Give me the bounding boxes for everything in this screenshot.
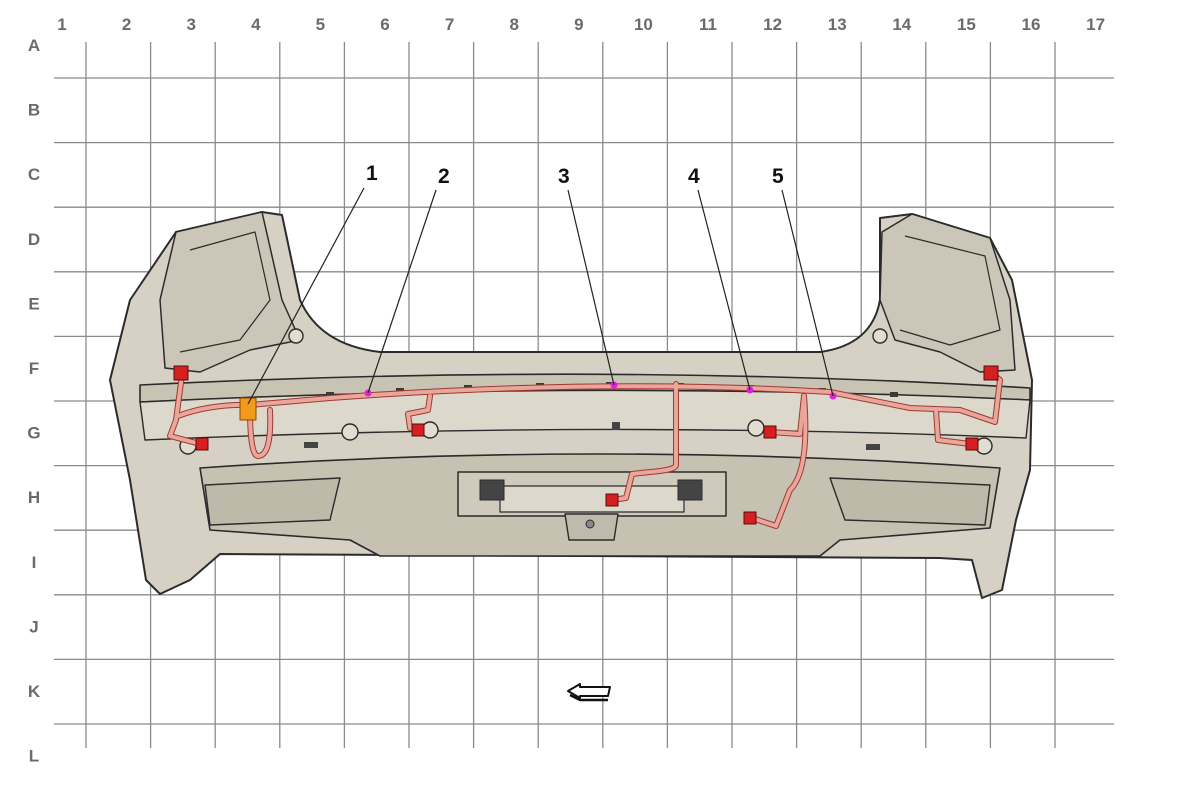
parking-sensor-left (341, 423, 359, 441)
column-label: 17 (1086, 15, 1105, 34)
row-label: C (28, 165, 40, 184)
column-label: 12 (763, 15, 782, 34)
column-label: 16 (1022, 15, 1041, 34)
left-wing-panel (179, 231, 271, 353)
callout-2: 2 (438, 165, 450, 188)
left-lower-vent (204, 477, 341, 526)
row-label: G (27, 424, 40, 443)
column-label: 8 (509, 15, 518, 34)
mount-hole-left (288, 328, 304, 344)
right-wing-panel (899, 235, 1001, 346)
row-label: A (28, 36, 40, 55)
tow-hook-bolt (585, 519, 595, 529)
row-labels: A B C D E F G H I J K L (27, 36, 40, 766)
bracket-right (866, 444, 880, 450)
row-label: F (29, 359, 39, 378)
column-label: 5 (316, 15, 325, 34)
callout-3: 3 (558, 165, 570, 188)
license-plate-inner (499, 485, 685, 513)
column-label: 10 (634, 15, 653, 34)
row-label: D (28, 230, 40, 249)
mount-hole-right (872, 328, 888, 344)
callout-1: 1 (366, 162, 378, 185)
plate-bracket-left (479, 479, 505, 501)
row-label: I (32, 553, 37, 572)
row-label: L (29, 747, 39, 766)
column-label: 9 (574, 15, 583, 34)
column-label: 13 (828, 15, 847, 34)
callout-leaders (247, 187, 834, 405)
column-label: 14 (892, 15, 911, 34)
wiring-harness (167, 365, 1003, 529)
connectors (173, 365, 999, 525)
plate-bracket-right (677, 479, 703, 501)
callout-5: 5 (772, 165, 784, 188)
left-wing-inner (159, 211, 301, 373)
row-label: B (28, 101, 40, 120)
column-label: 2 (122, 15, 131, 34)
orange-connector (239, 397, 257, 421)
row-label: H (28, 488, 40, 507)
column-label: 6 (380, 15, 389, 34)
column-label: 4 (251, 15, 261, 34)
column-label: 7 (445, 15, 454, 34)
row-label: E (28, 294, 39, 313)
column-label: 1 (57, 15, 66, 34)
column-label: 3 (186, 15, 195, 34)
arrow-left-icon (567, 683, 611, 702)
bracket-square (612, 422, 620, 430)
bracket-left (304, 442, 318, 448)
column-label: 11 (699, 15, 717, 34)
callout-4: 4 (688, 165, 700, 188)
column-label: 15 (957, 15, 976, 34)
row-label: J (29, 617, 38, 636)
right-lower-vent (829, 477, 991, 526)
parking-sensor-center-right (747, 419, 765, 437)
rear-bumper (109, 211, 1033, 599)
right-wing-inner (879, 213, 1016, 373)
row-label: K (28, 682, 41, 701)
